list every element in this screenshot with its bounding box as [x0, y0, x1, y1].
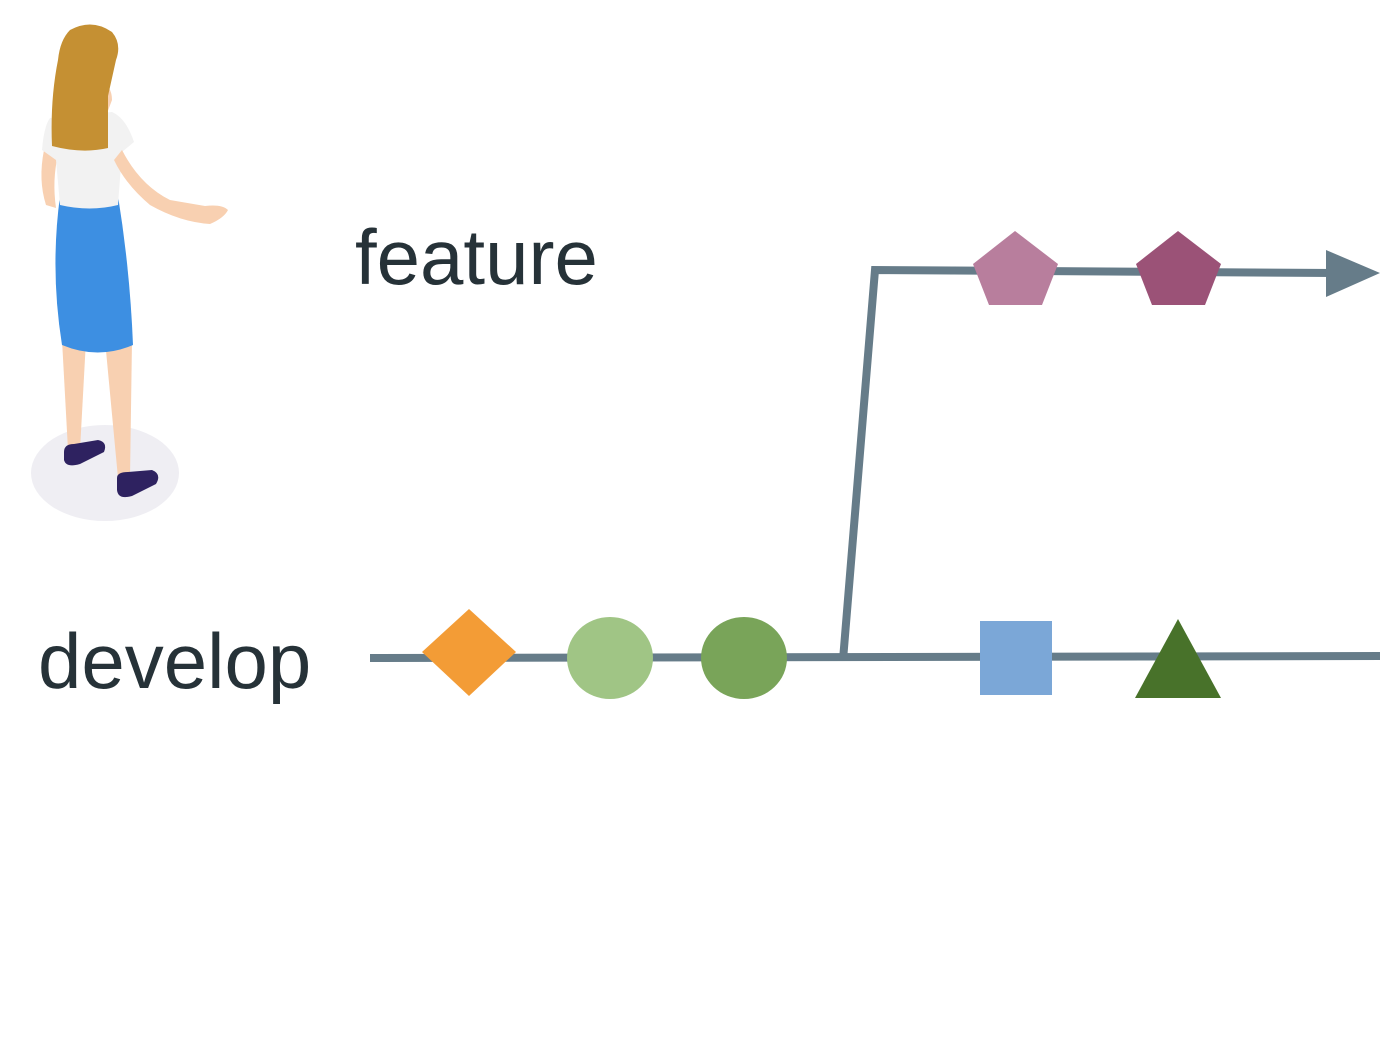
woman-standing-icon: [31, 24, 228, 521]
commit-square: [980, 621, 1052, 695]
branch-lines: [369, 250, 1380, 662]
feature-branch-line: [839, 265, 1336, 661]
commit-pentagon: [973, 231, 1058, 305]
commit-circle: [567, 617, 653, 699]
develop-branch-line: [369, 652, 1380, 662]
develop-commits: [422, 609, 1221, 699]
commit-triangle: [1135, 619, 1221, 698]
commit-circle: [701, 617, 787, 699]
develop-branch-label: develop: [38, 617, 312, 705]
feature-commits: [973, 231, 1221, 305]
feature-arrowhead: [1326, 250, 1380, 297]
commit-diamond: [422, 609, 516, 696]
commit-pentagon: [1136, 231, 1221, 305]
feature-branch-label: feature: [355, 213, 598, 301]
